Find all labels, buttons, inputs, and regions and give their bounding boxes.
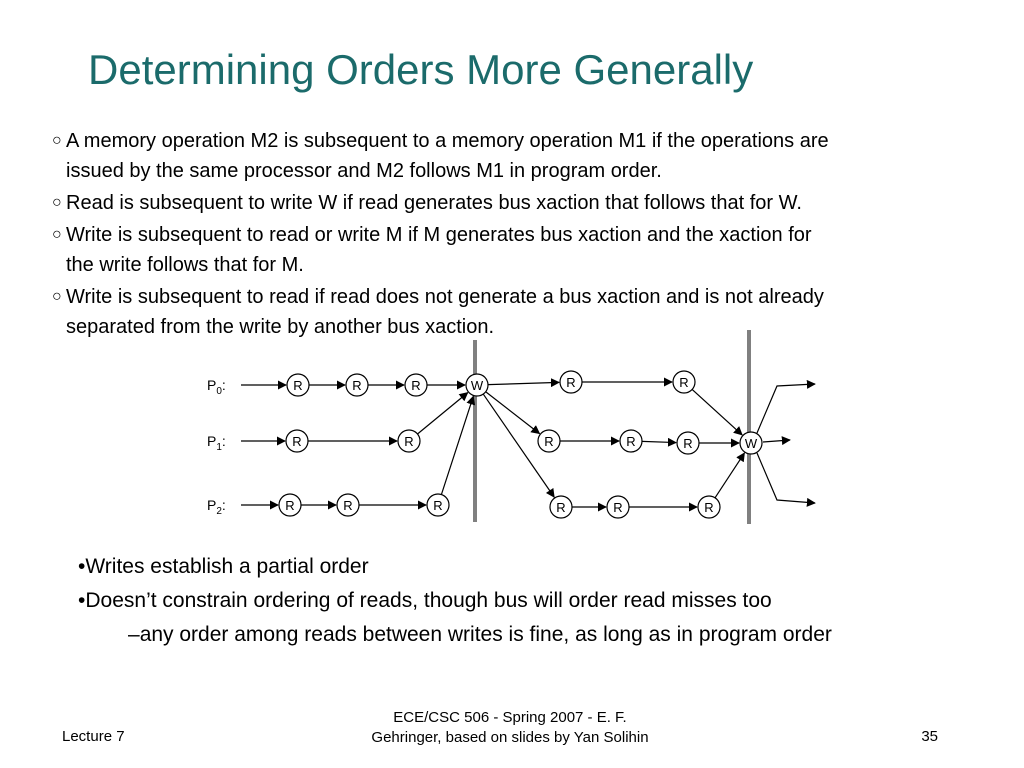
read-node-label: R xyxy=(411,378,420,393)
order-arrow xyxy=(714,452,745,499)
bullet-line: A memory operation M2 is subsequent to a… xyxy=(66,130,829,152)
read-node xyxy=(559,370,583,394)
read-node xyxy=(278,493,302,517)
read-node xyxy=(285,429,309,453)
write-node-label: W xyxy=(471,378,484,393)
dash-bullet-icon: – xyxy=(128,623,140,646)
processor-label: P0: xyxy=(207,377,226,397)
order-arrow xyxy=(756,379,816,434)
read-node-label: R xyxy=(566,375,575,390)
bullet-item: ○ A memory operation M2 is subsequent to… xyxy=(52,126,1012,186)
slide-title: Determining Orders More Generally xyxy=(88,46,754,93)
read-node xyxy=(619,429,643,453)
read-node xyxy=(336,493,360,517)
processor-label: P2: xyxy=(207,497,226,517)
dot-bullet-icon: • xyxy=(78,555,86,578)
footer-course-line: ECE/CSC 506 - Spring 2007 - E. F. xyxy=(393,709,627,726)
order-arrow xyxy=(691,388,743,436)
read-node-label: R xyxy=(292,434,301,449)
order-arrow xyxy=(482,393,555,498)
read-node-label: R xyxy=(433,498,442,513)
read-node xyxy=(286,373,310,397)
sub-bullet-text: any order among reads between writes is … xyxy=(139,623,832,646)
processor-label: P1: xyxy=(207,433,226,453)
bullet-item: ○ Read is subsequent to write W if read … xyxy=(52,188,1012,218)
order-arrow xyxy=(641,437,677,447)
sub-bullet-list: •Writes establish a partial order •Doesn… xyxy=(78,550,832,652)
read-node-label: R xyxy=(285,498,294,513)
write-node xyxy=(465,373,489,397)
sub-bullet-item: •Doesn’t constrain ordering of reads, th… xyxy=(78,584,832,618)
order-arrow xyxy=(756,452,816,507)
read-node xyxy=(549,495,573,519)
bullet-line: Write is subsequent to read or write M i… xyxy=(66,224,812,246)
sub-bullet-text: Writes establish a partial order xyxy=(85,555,369,578)
read-node xyxy=(606,495,630,519)
read-node xyxy=(697,495,721,519)
write-node-label: W xyxy=(745,436,758,451)
read-node xyxy=(404,373,428,397)
sub-bullet-item: •Writes establish a partial order xyxy=(78,550,832,584)
bullet-line: the write follows that for M. xyxy=(66,254,304,276)
bullet-line: separated from the write by another bus … xyxy=(66,316,495,338)
write-node xyxy=(739,431,763,455)
read-node-label: R xyxy=(613,500,622,515)
order-arrow xyxy=(485,391,541,435)
circle-bullet-icon: ○ xyxy=(52,288,62,305)
footer-lecture: Lecture 7 xyxy=(62,728,125,745)
read-node-label: R xyxy=(704,500,713,515)
read-node-label: R xyxy=(626,434,635,449)
read-node-label: R xyxy=(404,434,413,449)
read-node xyxy=(676,431,700,455)
bullet-line: Read is subsequent to write W if read ge… xyxy=(66,192,802,214)
bullet-line: Write is subsequent to read if read does… xyxy=(66,286,824,308)
read-node xyxy=(672,370,696,394)
dot-bullet-icon: • xyxy=(78,589,86,612)
read-node-label: R xyxy=(556,500,565,515)
footer-course: ECE/CSC 506 - Spring 2007 - E. F. Gehrin… xyxy=(300,708,720,748)
read-node xyxy=(537,429,561,453)
circle-bullet-icon: ○ xyxy=(52,132,62,149)
read-node xyxy=(397,429,421,453)
read-node-label: R xyxy=(683,436,692,451)
read-node-label: R xyxy=(293,378,302,393)
footer-course-line: Gehringer, based on slides by Yan Solihi… xyxy=(371,729,649,746)
bullet-item: ○ Write is subsequent to read or write M… xyxy=(52,220,1012,280)
sub-bullet-text: Doesn’t constrain ordering of reads, tho… xyxy=(85,589,772,612)
read-node-label: R xyxy=(679,375,688,390)
order-arrow xyxy=(440,395,476,495)
bullet-line: issued by the same processor and M2 foll… xyxy=(66,160,662,182)
circle-bullet-icon: ○ xyxy=(52,194,62,211)
read-node-label: R xyxy=(352,378,361,393)
read-node xyxy=(345,373,369,397)
order-arrow xyxy=(487,378,560,388)
main-bullet-list: ○ A memory operation M2 is subsequent to… xyxy=(52,126,1012,344)
read-node-label: R xyxy=(544,434,553,449)
sub-bullet-item: –any order among reads between writes is… xyxy=(78,618,832,652)
order-arrow xyxy=(762,436,791,446)
footer-page-number: 35 xyxy=(921,728,938,745)
circle-bullet-icon: ○ xyxy=(52,226,62,243)
order-arrow xyxy=(417,392,469,435)
bullet-item: ○ Write is subsequent to read if read do… xyxy=(52,282,1012,342)
read-node xyxy=(426,493,450,517)
read-node-label: R xyxy=(343,498,352,513)
